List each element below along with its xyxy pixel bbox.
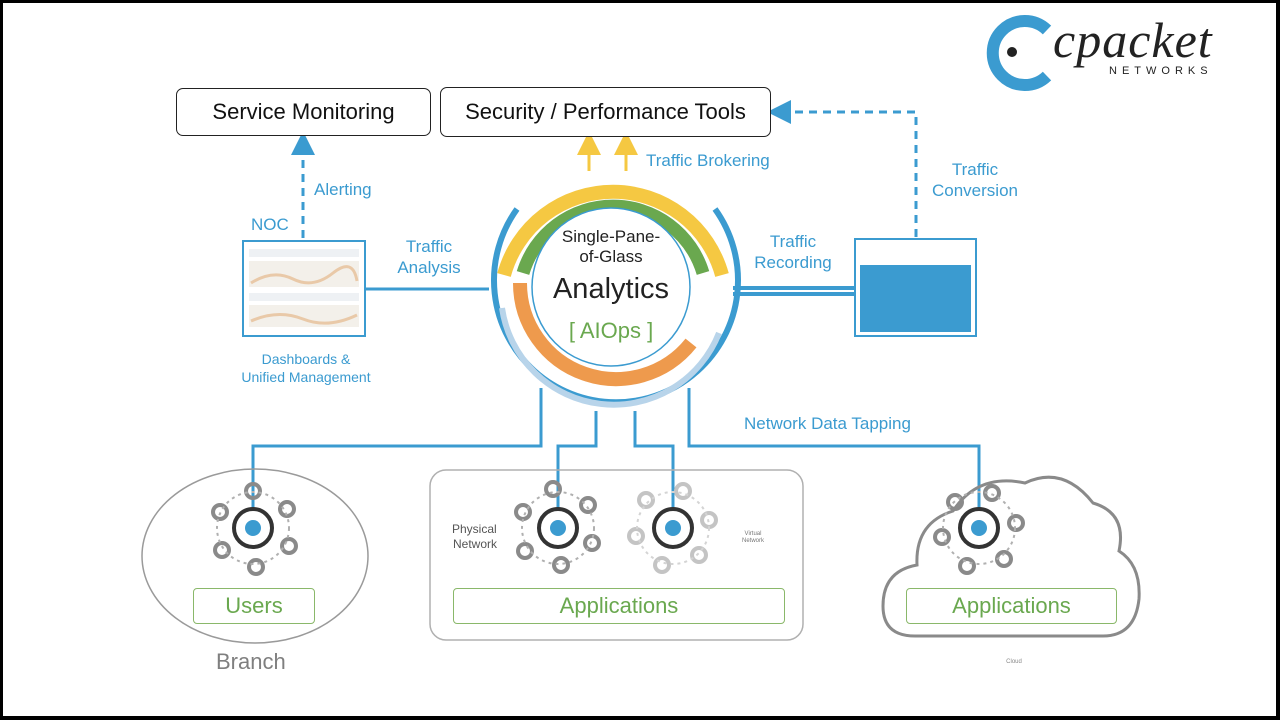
branch-boundary: [141, 468, 369, 644]
traffic-recording-label-1: Traffic: [769, 232, 817, 251]
hub-line1: Single-Pane-: [561, 227, 661, 246]
hub-tag: [ AIOps ]: [568, 318, 654, 343]
conversion-connector: [767, 100, 918, 237]
traffic-brokering-label: Traffic Brokering: [646, 151, 770, 170]
tapping-connectors: [251, 388, 981, 528]
dashboards-label-1: Dashboards &: [261, 351, 351, 367]
diagram-graphics: [141, 15, 1141, 644]
network-data-tapping-label: Network Data Tapping: [744, 414, 911, 433]
cloud-label: Cloud: [1006, 659, 1022, 665]
cloud-boundary-icon: [881, 475, 1141, 638]
recorder-storage-icon: [854, 238, 977, 337]
dashboard-thumbnail: [242, 240, 366, 337]
virtual-network-label-1: Virtual: [744, 531, 762, 537]
alerting-label: Alerting: [314, 180, 372, 199]
users-node-icon: [211, 482, 298, 576]
hub-line2: of-Glass: [579, 247, 643, 266]
applications-datacenter-box: Applications: [453, 588, 785, 624]
security-tools-box: Security / Performance Tools: [440, 87, 771, 137]
physical-node-icon: [514, 480, 601, 574]
logo-wordmark: cpacket: [1053, 12, 1213, 68]
noc-label: NOC: [251, 215, 289, 234]
applications-cloud-box: Applications: [906, 588, 1117, 624]
diagram-canvas: cpacket NETWORKS Service Monitoring Secu…: [3, 3, 1276, 716]
datacenter-boundary: [429, 469, 804, 641]
physical-network-label-1: Physical: [452, 522, 497, 536]
traffic-analysis-label-1: Traffic: [405, 237, 453, 256]
virtual-node-icon: [627, 482, 718, 574]
logo-mark-icon: [986, 15, 1052, 91]
physical-network-label-2: Network: [453, 537, 498, 551]
service-monitoring-box: Service Monitoring: [176, 88, 431, 136]
users-box: Users: [193, 588, 315, 624]
logo-subtext: NETWORKS: [1109, 65, 1213, 77]
analytics-hub-rings: [491, 184, 741, 408]
dashboards-label-2: Unified Management: [241, 369, 371, 385]
cloud-node-icon: [933, 484, 1025, 575]
traffic-conversion-label-1: Traffic: [951, 160, 999, 179]
virtual-network-label-2: Network: [741, 538, 764, 544]
traffic-conversion-label-2: Conversion: [932, 181, 1018, 200]
traffic-analysis-label-2: Analysis: [397, 258, 461, 277]
traffic-recording-label-2: Recording: [754, 253, 832, 272]
hub-title: Analytics: [552, 273, 670, 305]
branch-label: Branch: [216, 649, 286, 674]
